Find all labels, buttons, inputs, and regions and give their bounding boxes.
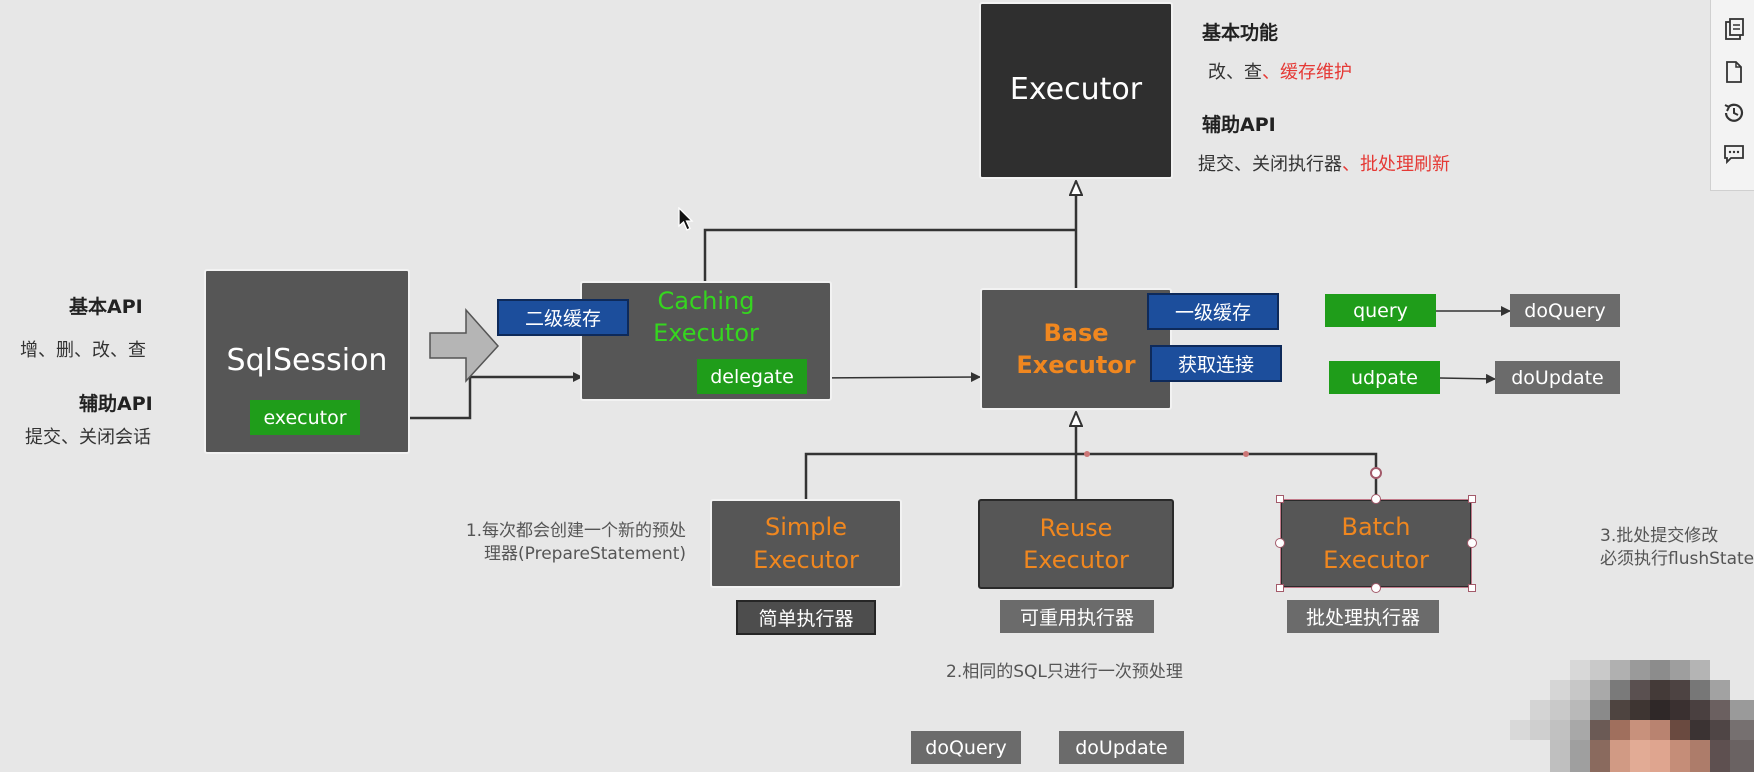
executor-basic-heading: 基本功能 (1202, 22, 1279, 44)
batch-executor-line2: Executor (1323, 545, 1429, 574)
selection-handle[interactable] (1371, 494, 1381, 504)
query-tag: query (1325, 294, 1436, 327)
reuse-executor-line2: Executor (1023, 546, 1129, 574)
comment-icon[interactable] (1722, 142, 1746, 166)
simple-executor-line1: Simple (765, 513, 847, 542)
batch-note-line2: 必须执行flushState (1600, 548, 1754, 569)
caching-executor-line1: Caching (657, 287, 755, 315)
reuse-executor-box: Reuse Executor (978, 499, 1174, 589)
do-query-tag: doQuery (1510, 294, 1620, 327)
second-level-cache-tag: 二级缓存 (497, 299, 629, 336)
block-arrow (429, 308, 500, 383)
mouse-cursor-icon (678, 207, 694, 231)
batch-executor-box[interactable]: Batch Executor (1280, 499, 1472, 588)
selection-handle[interactable] (1468, 584, 1476, 592)
sqlsession-executor-tag: executor (250, 400, 360, 435)
delegate-to-base-arrow (811, 372, 981, 383)
executor-basic-plain: 改、查 (1208, 62, 1262, 83)
base-executor-line2: Executor (1016, 351, 1136, 379)
history-icon[interactable] (1722, 101, 1746, 125)
first-level-cache-tag: 一级缓存 (1147, 293, 1279, 330)
executor-aux-plain: 提交、关闭执行器 (1198, 154, 1342, 175)
selection-handle[interactable] (1276, 584, 1284, 592)
simple-executor-line2: Executor (753, 545, 859, 574)
reuse-executor-line1: Reuse (1039, 513, 1113, 542)
simple-note-line1: 1.每次都会创建一个新的预处 (465, 521, 687, 541)
selection-handle[interactable] (1371, 583, 1381, 593)
bottom-do-query-tag: doQuery (911, 731, 1021, 764)
file-icon[interactable] (1722, 60, 1746, 84)
selection-handle[interactable] (1467, 538, 1477, 548)
documents-icon[interactable] (1722, 18, 1746, 42)
caching-executor-line2: Executor (653, 319, 759, 348)
sqlsession-aux-heading: 辅助API (79, 393, 153, 415)
sqlsession-title: SqlSession (226, 343, 388, 378)
get-connection-tag: 获取连接 (1150, 345, 1282, 382)
do-update-tag: doUpdate (1495, 361, 1620, 394)
executor-aux-highlight: 、批处理刷新 (1342, 154, 1450, 175)
executor-aux-heading: 辅助API (1202, 114, 1276, 136)
executor-basic-highlight: 、缓存维护 (1262, 62, 1352, 83)
simple-executor-box: Simple Executor (710, 499, 902, 588)
selection-outline (1280, 499, 1472, 588)
selection-handle[interactable] (1276, 495, 1284, 503)
sqlsession-basic-heading: 基本API (69, 296, 143, 318)
subclass-tree-line (804, 452, 1378, 499)
update-to-doupdate-arrow (1439, 373, 1496, 384)
sqlsession-aux-text: 提交、关闭会话 (25, 427, 151, 448)
simple-note: 1.每次都会创建一个新的预处 理器(PrepareStatement) (452, 520, 686, 566)
batch-note-line1: 3.批处提交修改 (1600, 526, 1719, 546)
batch-executor-caption: 批处理执行器 (1287, 600, 1439, 633)
webcam-overlay-image (1510, 660, 1754, 772)
executor-box: Executor (979, 2, 1173, 179)
rotation-handle[interactable] (1370, 467, 1382, 479)
update-tag: udpate (1329, 361, 1440, 394)
batch-executor-line1: Batch (1341, 513, 1411, 542)
executor-title: Executor (1009, 72, 1143, 108)
simple-note-line2: 理器(PrepareStatement) (484, 543, 687, 564)
caching-to-executor-line (703, 228, 1076, 281)
base-executor-box: Base Executor (980, 288, 1172, 410)
selection-handle[interactable] (1468, 495, 1476, 503)
bottom-do-update-tag: doUpdate (1059, 731, 1184, 764)
delegate-tag: delegate (697, 359, 807, 394)
batch-note: 3.批处提交修改 必须执行flushState (1600, 525, 1754, 571)
reuse-executor-caption: 可重用执行器 (1000, 600, 1154, 633)
simple-executor-caption: 简单执行器 (736, 600, 876, 635)
selection-handle[interactable] (1275, 538, 1285, 548)
reuse-note: 2.相同的SQL只进行一次预处理 (946, 662, 1183, 682)
executor-basic-text: 改、查、缓存维护 (1208, 58, 1352, 84)
base-executor-line1: Base (1043, 318, 1109, 347)
sqlsession-basic-text: 增、删、改、查 (20, 340, 146, 361)
executor-aux-text: 提交、关闭执行器、批处理刷新 (1198, 150, 1450, 176)
